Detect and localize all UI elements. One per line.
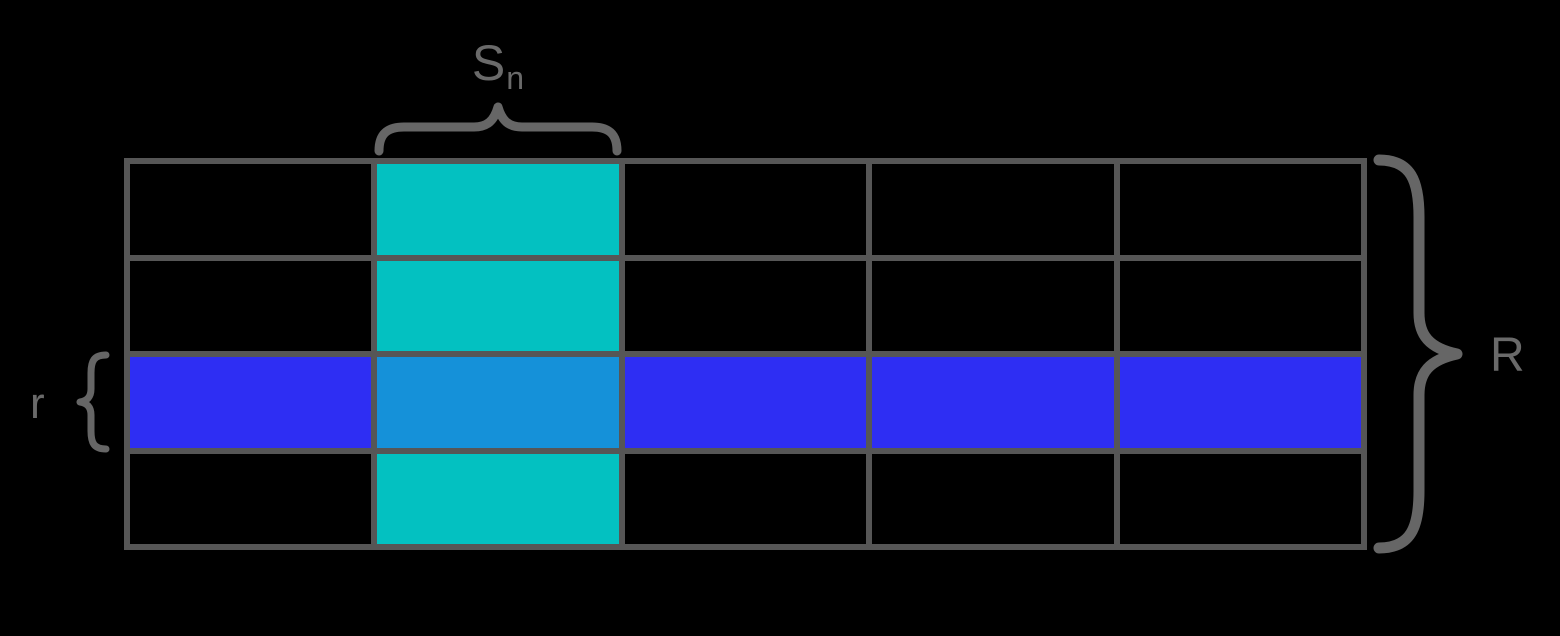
grid-cell bbox=[1116, 257, 1364, 354]
column-label-base: S bbox=[471, 35, 506, 91]
grid-cell-column-highlight bbox=[374, 450, 622, 547]
column-overbrace-path bbox=[374, 102, 622, 156]
grid-cell bbox=[621, 257, 870, 354]
grid-cell bbox=[1116, 161, 1364, 258]
grid-cell-row-highlight bbox=[621, 354, 870, 451]
grid-cell-column-highlight bbox=[374, 257, 622, 354]
grid-cell-row-highlight bbox=[869, 354, 1117, 451]
row-brace-path bbox=[76, 351, 110, 453]
grid-cell bbox=[869, 161, 1117, 258]
grid-cell-row-highlight bbox=[127, 354, 375, 451]
column-overbrace-icon bbox=[374, 102, 622, 156]
grid-cell bbox=[869, 450, 1117, 547]
grid-label: R bbox=[1490, 329, 1525, 382]
grid-cell-column-highlight bbox=[374, 161, 622, 258]
grid bbox=[124, 158, 1367, 550]
grid-cell bbox=[127, 257, 375, 354]
grid-cell bbox=[621, 161, 870, 258]
grid-cell bbox=[127, 161, 375, 258]
row-brace-icon bbox=[76, 351, 110, 453]
column-label: Sn bbox=[374, 38, 622, 94]
grid-cell bbox=[621, 450, 870, 547]
row-label: r bbox=[30, 379, 45, 428]
grid-brace-icon bbox=[1373, 154, 1463, 554]
grid-cell-row-highlight bbox=[1116, 354, 1364, 451]
grid-cell-intersection bbox=[374, 354, 622, 451]
grid-brace-path bbox=[1373, 154, 1463, 554]
grid-cell bbox=[869, 257, 1117, 354]
grid-cell bbox=[1116, 450, 1364, 547]
column-label-subscript: n bbox=[506, 60, 525, 96]
grid-cell bbox=[127, 450, 375, 547]
